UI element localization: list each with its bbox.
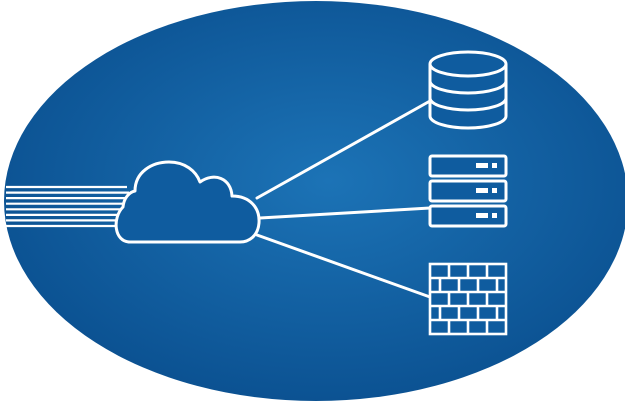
cloud-icon [114,160,261,244]
edge-cloud-server-stack [258,206,432,220]
edge-cloud-database [255,99,432,200]
edge-cloud-firewall [255,233,432,299]
server-unit-1 [428,154,508,178]
firewall-icon [428,262,508,336]
connection-lines [255,99,432,299]
database-icon [428,50,508,130]
server-unit-2 [428,179,508,203]
server-stack-icon [428,154,508,228]
server-unit-3 [428,204,508,228]
server-indicators [476,163,497,218]
data-stream-lines [6,185,133,228]
background-ellipse [4,1,625,401]
